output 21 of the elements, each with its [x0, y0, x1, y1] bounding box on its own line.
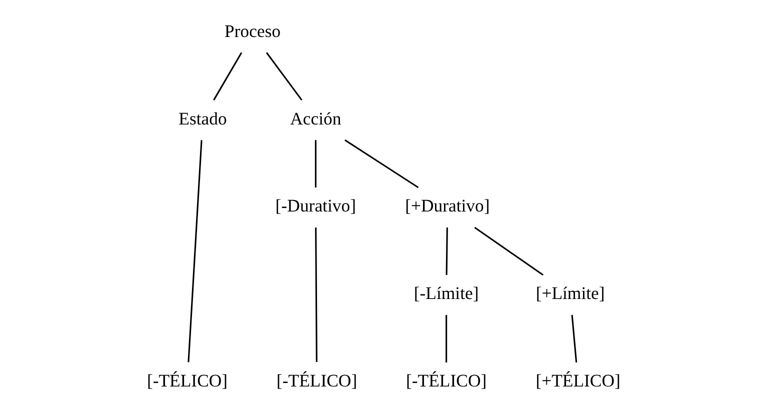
connector: [314, 140, 316, 188]
connector: [570, 314, 577, 363]
node-text: [-Límite]: [413, 283, 478, 304]
connector: [445, 315, 447, 362]
node-text: Estado: [178, 108, 226, 128]
node-text: [-TÉLICO]: [406, 370, 486, 391]
connector: [344, 139, 418, 188]
node-text: [-TÉLICO]: [146, 370, 228, 391]
node-text: [+Límite]: [535, 283, 604, 304]
connector: [212, 52, 242, 100]
node-text: Proceso: [224, 20, 280, 41]
connector: [474, 226, 544, 276]
node-text: Acción: [290, 108, 341, 128]
connector: [314, 228, 317, 362]
node-text: [-TÉLICO]: [276, 370, 357, 391]
connector: [445, 228, 448, 275]
connector: [187, 140, 202, 362]
connector: [265, 52, 302, 101]
node-text: [+TÉLICO]: [535, 370, 620, 391]
node-text: [+Durativo]: [404, 196, 490, 216]
node-text: [-Durativo]: [274, 196, 356, 216]
